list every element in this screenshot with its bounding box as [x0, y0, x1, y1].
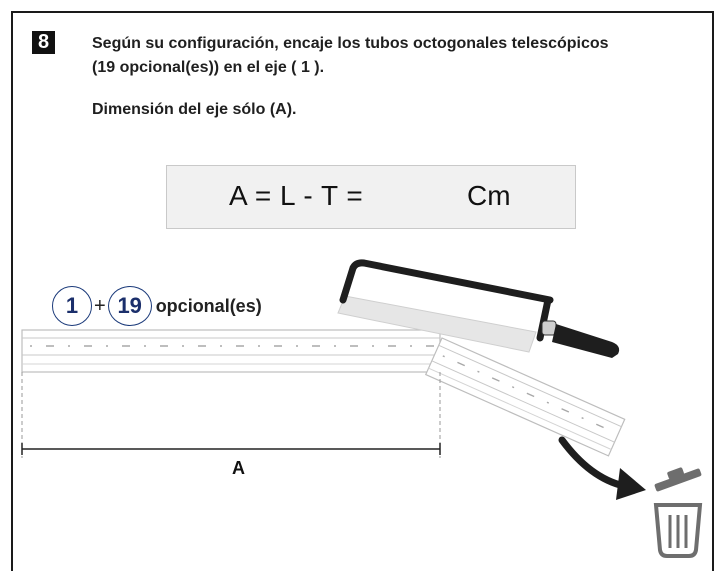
cut-tube-piece — [424, 337, 626, 457]
formula-unit: Cm — [467, 180, 511, 211]
instruction-text: Según su configuración, encaje los tubos… — [92, 32, 702, 80]
dimension-a-label: A — [232, 458, 245, 478]
arrow-icon — [558, 436, 646, 500]
instruction-line-2: (19 opcional(es)) en el eje ( 1 ). — [92, 59, 325, 76]
step-number-badge: 8 — [32, 31, 55, 54]
plus-sign: + — [94, 294, 106, 317]
formula-box: A = L - T = Cm — [166, 165, 576, 229]
trash-bin-icon — [653, 467, 703, 558]
optional-label: opcional(es) — [155, 295, 262, 316]
part-1-circle: 1 — [52, 286, 92, 326]
instruction-frame — [11, 11, 714, 571]
dimension-lines — [21, 372, 441, 458]
part-19-circle: 19 — [107, 286, 152, 326]
hacksaw-icon — [337, 259, 620, 358]
parts-row: 1 + 19 opcional(es) — [52, 286, 262, 326]
instruction-line-1: Según su configuración, encaje los tubos… — [92, 35, 609, 52]
formula-expression: A = L - T = — [229, 180, 364, 211]
instruction-line-3: Dimensión del eje sólo (A). — [92, 101, 297, 118]
main-tube — [21, 329, 441, 373]
